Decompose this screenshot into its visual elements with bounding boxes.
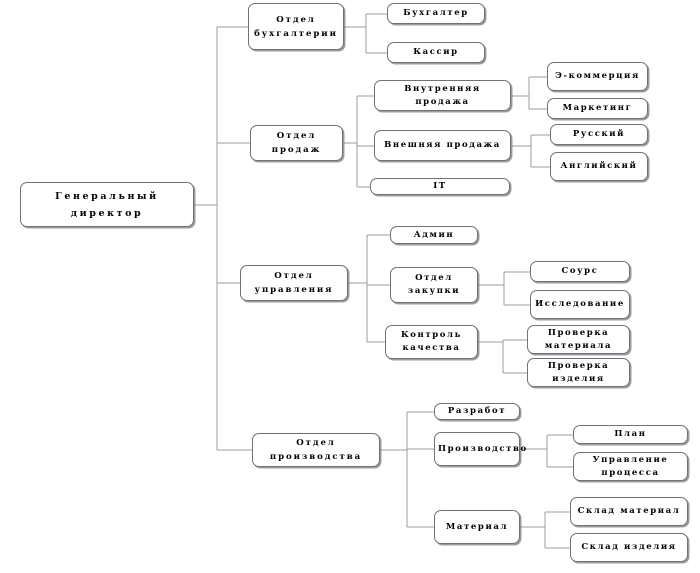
org-node-label: Бухгалтер (403, 8, 469, 18)
org-node-prod-make-2[interactable]: Управление процесса (573, 452, 688, 481)
org-node-sales-out-2[interactable]: Английский (550, 152, 648, 181)
org-node-label: Контроль качества (400, 330, 463, 353)
org-node-label: Внешняя продажа (384, 140, 501, 150)
org-node-prod[interactable]: Отдел производства (252, 433, 380, 467)
org-node-label: IT (433, 181, 447, 191)
org-node-label: Производство (438, 443, 528, 454)
org-node-sales[interactable]: Отдел продаж (250, 125, 343, 161)
org-node-acct-1[interactable]: Бухгалтер (387, 3, 485, 24)
org-node-label: План (614, 429, 647, 439)
org-node-mgmt-purch-1[interactable]: Соурс (530, 261, 630, 282)
org-node-acct-2[interactable]: Кассир (387, 42, 485, 63)
org-node-label: Отдел закупки (407, 273, 461, 296)
org-node-sales-it[interactable]: IT (370, 178, 510, 195)
org-node-label: Э-коммерция (555, 71, 640, 81)
org-node-label: Склад изделия (581, 542, 677, 552)
org-node-sales-out-1[interactable]: Русский (550, 124, 648, 145)
org-node-mgmt-qc[interactable]: Контроль качества (385, 325, 478, 359)
org-node-sales-out[interactable]: Внешняя продажа (374, 130, 511, 161)
org-node-label: Проверка материала (544, 327, 613, 351)
org-node-sales-in-2[interactable]: Маркетинг (547, 98, 648, 119)
org-node-mgmt-admin[interactable]: Админ (390, 226, 478, 244)
org-node-label: Русский (572, 129, 626, 139)
org-node-label: Генеральный директор (55, 190, 159, 219)
org-node-mgmt[interactable]: Отдел управления (240, 265, 348, 301)
org-node-label: Английский (560, 161, 638, 171)
org-node-sales-in[interactable]: Внутренняя продажа (374, 80, 511, 111)
org-node-mgmt-purch-2[interactable]: Исследование (530, 290, 630, 319)
org-node-label: Кассир (413, 47, 459, 57)
org-node-mgmt-qc-1[interactable]: Проверка материала (527, 325, 630, 354)
org-node-label: Проверка изделия (547, 360, 610, 384)
org-node-prod-mat-1[interactable]: Склад материал (570, 497, 688, 526)
org-node-prod-dev[interactable]: Разработ (434, 403, 520, 420)
org-node-label: Соурс (561, 266, 599, 276)
org-node-label: Управление процесса (592, 454, 669, 478)
org-node-mgmt-purch[interactable]: Отдел закупки (390, 267, 478, 303)
org-node-label: Разработ (447, 406, 507, 416)
org-node-acct[interactable]: Отдел бухгалтерии (248, 3, 344, 50)
org-node-label: Отдел бухгалтерии (254, 14, 338, 39)
org-node-sales-in-1[interactable]: Э-коммерция (547, 62, 648, 91)
org-node-label: Отдел управления (254, 271, 334, 295)
org-node-prod-make[interactable]: Производство (434, 432, 528, 466)
org-node-prod-mat-2[interactable]: Склад изделия (570, 533, 688, 562)
org-node-label: Внутренняя продажа (404, 83, 481, 107)
org-node-label: Маркетинг (562, 103, 633, 113)
org-node-label: Админ (413, 229, 455, 240)
org-node-mgmt-qc-2[interactable]: Проверка изделия (527, 358, 630, 387)
org-node-label: Исследование (535, 299, 625, 309)
org-node-label: Материал (445, 521, 509, 532)
org-node-prod-make-1[interactable]: План (573, 425, 688, 444)
org-node-label: Склад материал (577, 506, 681, 516)
org-node-prod-mat[interactable]: Материал (434, 510, 520, 544)
org-node-label: Отдел продаж (271, 131, 322, 155)
org-node-root[interactable]: Генеральный директор (20, 182, 194, 227)
org-node-label: Отдел производства (269, 438, 363, 462)
